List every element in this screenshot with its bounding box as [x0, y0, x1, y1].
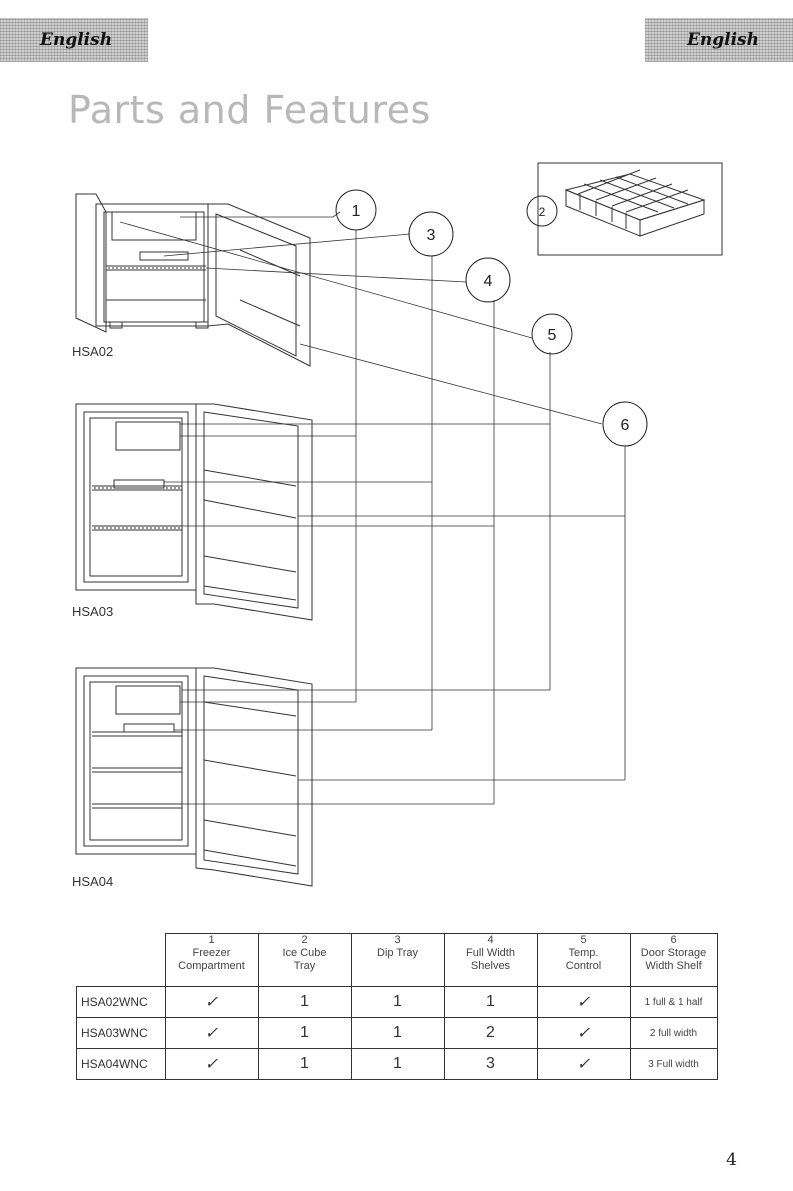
- column-header-2: 2 Ice Cube Tray: [258, 934, 351, 987]
- model-label-hsa02: HSA02: [72, 344, 113, 359]
- door-storage: 1 full & 1 half: [630, 987, 717, 1018]
- page-number: 4: [726, 1150, 737, 1170]
- shelves-count: 2: [444, 1018, 537, 1049]
- door-storage: 3 Full width: [630, 1049, 717, 1080]
- table-header-row: 1 Freezer Compartment 2 Ice Cube Tray 3 …: [77, 934, 718, 987]
- freezer-check: ✓: [165, 1018, 258, 1049]
- column-header-1: 1 Freezer Compartment: [165, 934, 258, 987]
- table-row: HSA02WNC ✓ 1 1 1 ✓ 1 full & 1 half: [77, 987, 718, 1018]
- callout-label-1: 1: [352, 203, 361, 220]
- freezer-check: ✓: [165, 987, 258, 1018]
- fridge-hsa02: [76, 194, 310, 366]
- dip-tray-count: 1: [351, 987, 444, 1018]
- column-header-6: 6 Door Storage Width Shelf: [630, 934, 717, 987]
- row-model: HSA04WNC: [77, 1049, 166, 1080]
- freezer-compartment: [112, 212, 196, 240]
- ice-tray-count: 1: [258, 987, 351, 1018]
- freezer-compartment: [116, 422, 180, 450]
- callout-label-5: 5: [548, 327, 557, 344]
- table-row: HSA04WNC ✓ 1 1 3 ✓ 3 Full width: [77, 1049, 718, 1080]
- dip-tray-count: 1: [351, 1018, 444, 1049]
- row-model: HSA02WNC: [77, 987, 166, 1018]
- callout-label-6: 6: [621, 417, 630, 434]
- dip-tray: [114, 480, 164, 488]
- door-storage: 2 full width: [630, 1018, 717, 1049]
- model-label-hsa04: HSA04: [72, 874, 113, 889]
- dip-tray-count: 1: [351, 1049, 444, 1080]
- temp-control-check: ✓: [537, 1049, 630, 1080]
- temp-control-check: ✓: [537, 1018, 630, 1049]
- freezer-compartment: [116, 686, 180, 714]
- ice-tray-count: 1: [258, 1049, 351, 1080]
- callout-label-3: 3: [427, 227, 436, 244]
- row-model: HSA03WNC: [77, 1018, 166, 1049]
- table-row: HSA03WNC ✓ 1 1 2 ✓ 2 full width: [77, 1018, 718, 1049]
- callouts: [336, 190, 647, 446]
- model-label-hsa03: HSA03: [72, 604, 113, 619]
- fridge-hsa04: [76, 668, 312, 886]
- column-header-4: 4 Full Width Shelves: [444, 934, 537, 987]
- parts-diagram: 1 2 3 4 5 6: [0, 0, 793, 920]
- dip-tray: [124, 724, 174, 732]
- ice-tray-count: 1: [258, 1018, 351, 1049]
- callout-label-4: 4: [484, 273, 493, 290]
- temp-control-check: ✓: [537, 987, 630, 1018]
- shelves-count: 1: [444, 987, 537, 1018]
- column-header-5: 5 Temp. Control: [537, 934, 630, 987]
- ice-tray-box: [538, 163, 722, 255]
- column-header-3: 3 Dip Tray: [351, 934, 444, 987]
- callout-label-2: 2: [539, 205, 546, 219]
- shelves-count: 3: [444, 1049, 537, 1080]
- freezer-check: ✓: [165, 1049, 258, 1080]
- features-table: 1 Freezer Compartment 2 Ice Cube Tray 3 …: [76, 933, 718, 1080]
